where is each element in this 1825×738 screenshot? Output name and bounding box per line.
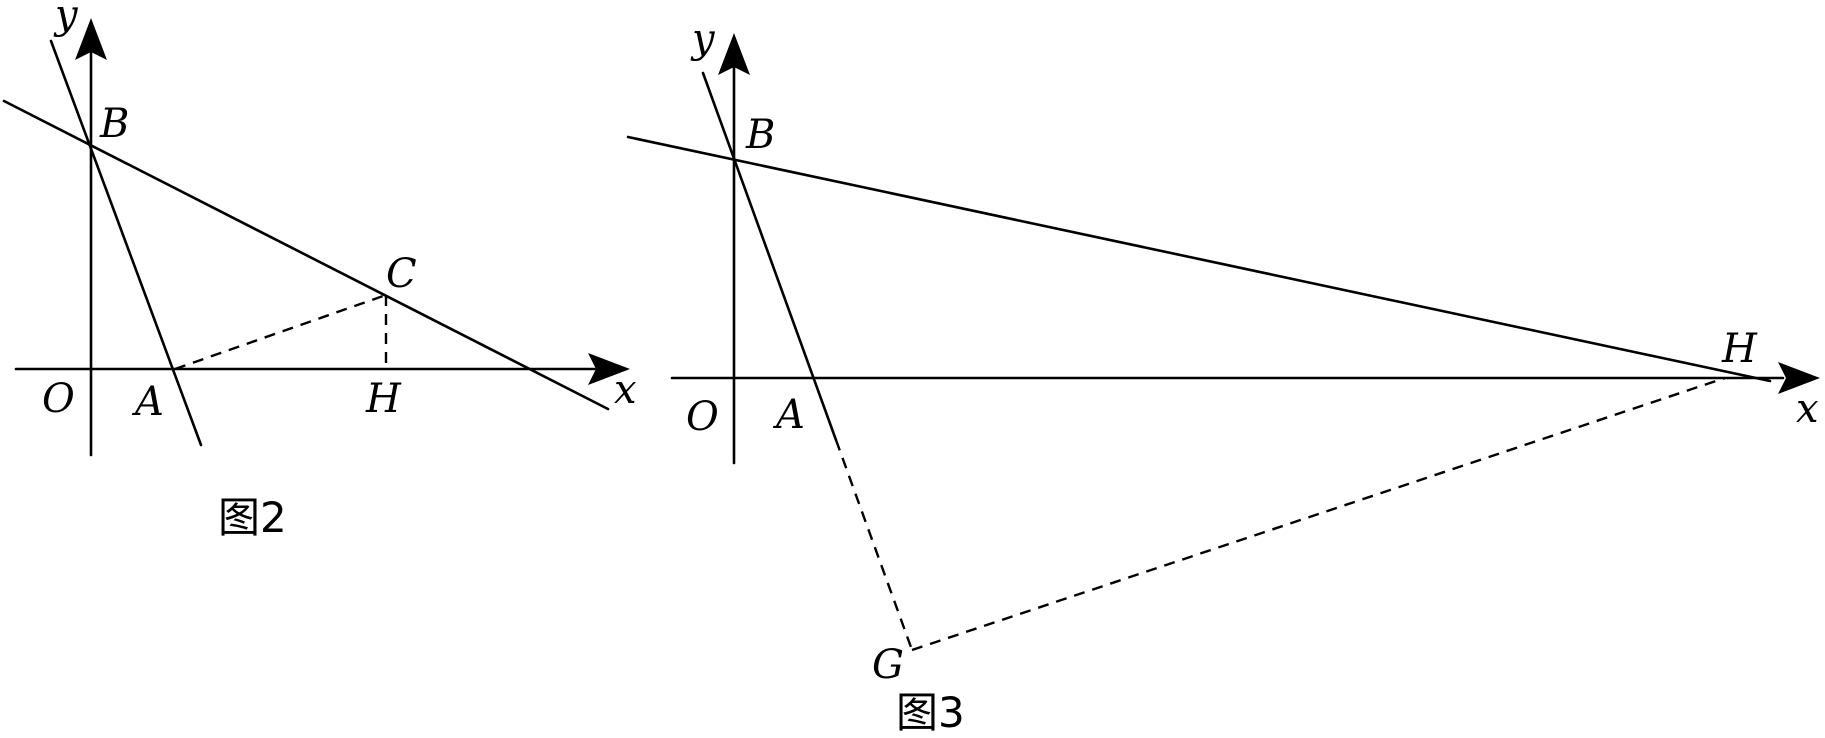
fig2-y-axis-arrow: [75, 18, 107, 60]
figure-3: y x O A B H G 图3: [626, 16, 1820, 737]
fig3-x-axis-arrow: [1778, 362, 1820, 394]
fig3-origin-label: O: [686, 394, 719, 440]
fig2-point-C-label: C: [386, 251, 417, 297]
fig3-point-H-label: H: [1721, 326, 1758, 372]
fig3-x-label: x: [1796, 386, 1819, 432]
fig3-segment-GH: [911, 376, 1726, 652]
fig3-line-BH: [626, 135, 1772, 383]
fig2-line-AB: [49, 39, 203, 447]
fig3-point-G-label: G: [872, 642, 904, 688]
fig2-line-BC: [2, 99, 610, 411]
fig3-caption: 图3: [896, 688, 965, 737]
fig3-line-AB: [701, 71, 838, 442]
fig2-point-H-label: H: [365, 376, 402, 422]
figure-2: y x O A B C H 图2: [2, 0, 637, 542]
fig3-point-A-label: A: [772, 392, 805, 438]
fig2-y-label: y: [53, 0, 79, 38]
fig2-x-axis-arrow: [588, 353, 630, 385]
fig2-segment-AC: [174, 293, 387, 371]
fig3-y-label: y: [690, 16, 716, 62]
fig2-origin-label: O: [42, 376, 75, 422]
fig3-y-axis-arrow: [718, 33, 750, 75]
fig3-point-B-label: B: [745, 112, 775, 158]
fig2-caption: 图2: [218, 493, 287, 542]
fig3-segment-AG: [834, 439, 914, 651]
fig2-point-A-label: A: [131, 379, 164, 425]
fig2-x-label: x: [614, 367, 637, 413]
fig2-point-B-label: B: [99, 101, 129, 147]
